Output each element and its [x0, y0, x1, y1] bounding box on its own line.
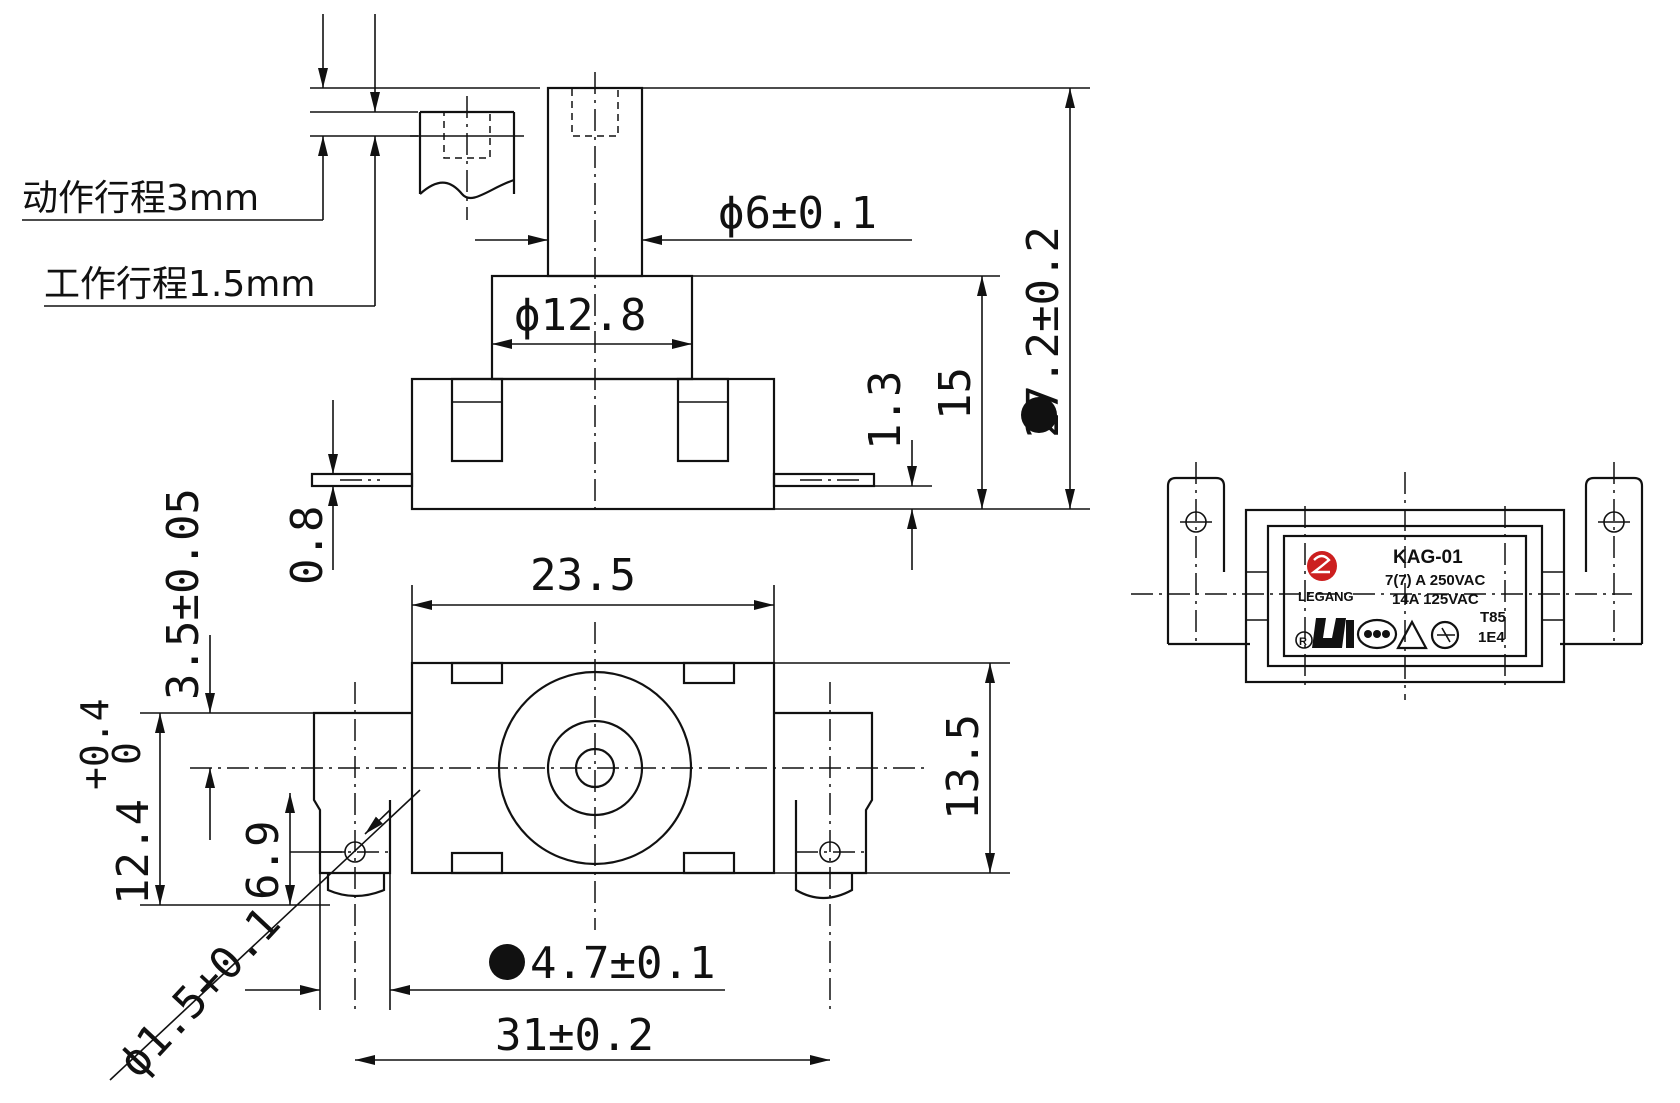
rating-line-2: 14A 125VAC: [1392, 591, 1479, 608]
height-12-4-dim: 12.4: [108, 799, 159, 905]
hole-offset-dim: 6.9: [238, 821, 289, 900]
front-view: [22, 14, 1090, 570]
critical-dimension-marker: [1021, 397, 1057, 433]
tolerance-plus: +0.4: [73, 698, 117, 790]
body-width-dim: 23.5: [530, 550, 636, 601]
collar-diameter-dim: ϕ12.8: [514, 290, 646, 341]
rating-line-1: 7(7) A 250VAC: [1385, 572, 1485, 589]
offset-dim: 3.5±0.05: [158, 488, 209, 700]
action-stroke-label: 动作行程3mm: [22, 178, 259, 219]
shaft-diameter-dim: ϕ6±0.1: [718, 188, 877, 239]
hole-diameter-dim: ϕ1.5+0.1: [109, 898, 291, 1088]
temp-rating: T85: [1480, 609, 1506, 626]
label-view: LEGANG KAG-01 7(7) A 250VAC 14A 125VAC T…: [1131, 462, 1644, 700]
tab-thickness-dim: 0.8: [282, 506, 333, 585]
stroke-detail: [410, 96, 524, 220]
tab-width-marker: [489, 944, 525, 980]
tolerance-zero: 0: [105, 742, 149, 765]
model-label: KAG-01: [1393, 547, 1463, 568]
body-depth-dim: 13.5: [938, 714, 989, 820]
life-rating: 1E4: [1478, 629, 1505, 646]
cert-marks: R: [1295, 618, 1460, 650]
working-stroke-label: 工作行程1.5mm: [44, 264, 315, 305]
tab-width-dim: 4.7±0.1: [530, 938, 715, 989]
collar-height-dim: 15: [930, 367, 981, 420]
tab-offset-dim: 1.3: [860, 371, 911, 450]
svg-text:R: R: [1299, 636, 1307, 648]
top-view: [109, 585, 1010, 1081]
hole-pitch-dim: 31±0.2: [495, 1010, 654, 1061]
brand-name: LEGANG: [1298, 589, 1354, 604]
